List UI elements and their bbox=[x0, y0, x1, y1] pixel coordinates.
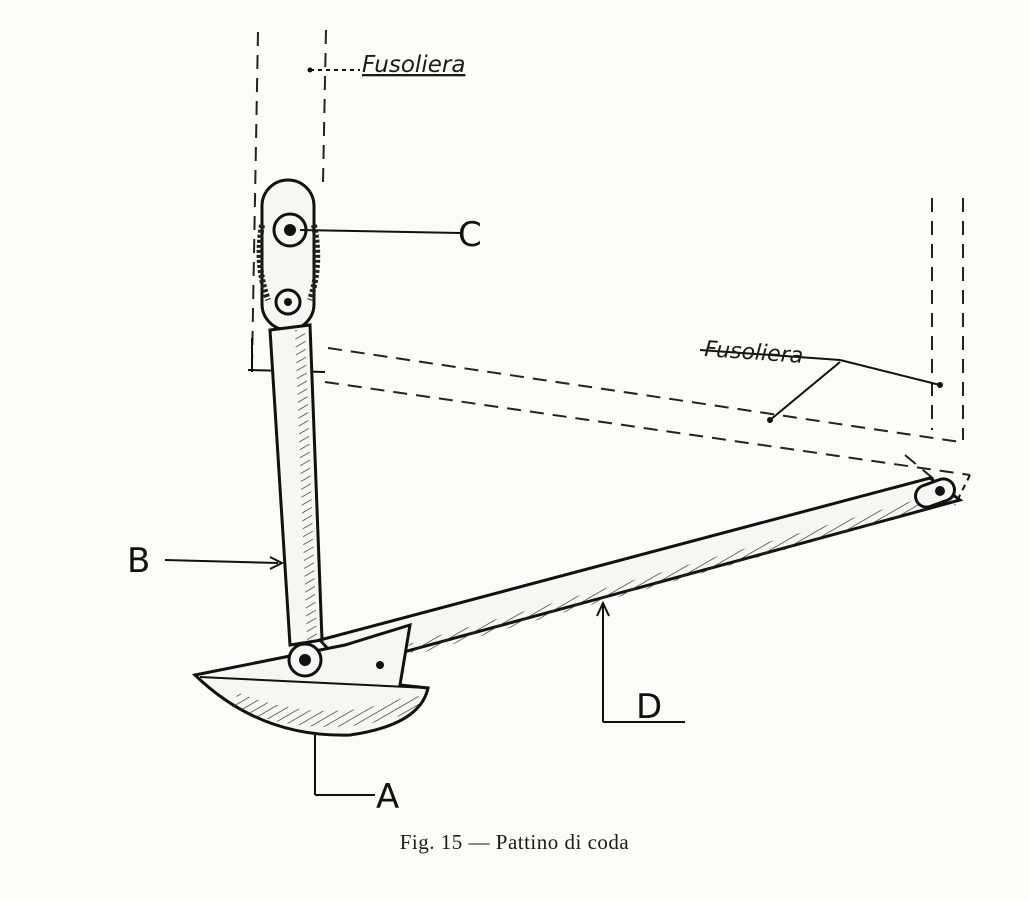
fuselage-right-leaders bbox=[699, 349, 943, 423]
letter-leaders bbox=[164, 229, 685, 796]
label-part-c: C bbox=[458, 215, 482, 255]
part-a-skid bbox=[191, 622, 430, 737]
label-part-a: A bbox=[376, 777, 399, 817]
label-fuselage-top: Fusoliera bbox=[362, 52, 465, 78]
part-d-bar bbox=[317, 476, 964, 670]
label-part-d: D bbox=[636, 687, 662, 727]
label-part-b: B bbox=[127, 541, 150, 581]
fuselage-outline-right bbox=[324, 198, 971, 506]
part-b-strut bbox=[268, 323, 324, 647]
part-c-shackle bbox=[247, 178, 326, 373]
label-fuselage-right: Fusoliera bbox=[704, 337, 804, 369]
figure-caption: Fig. 15 — Pattino di coda bbox=[399, 830, 630, 854]
fuselage-outline-top bbox=[251, 29, 360, 366]
